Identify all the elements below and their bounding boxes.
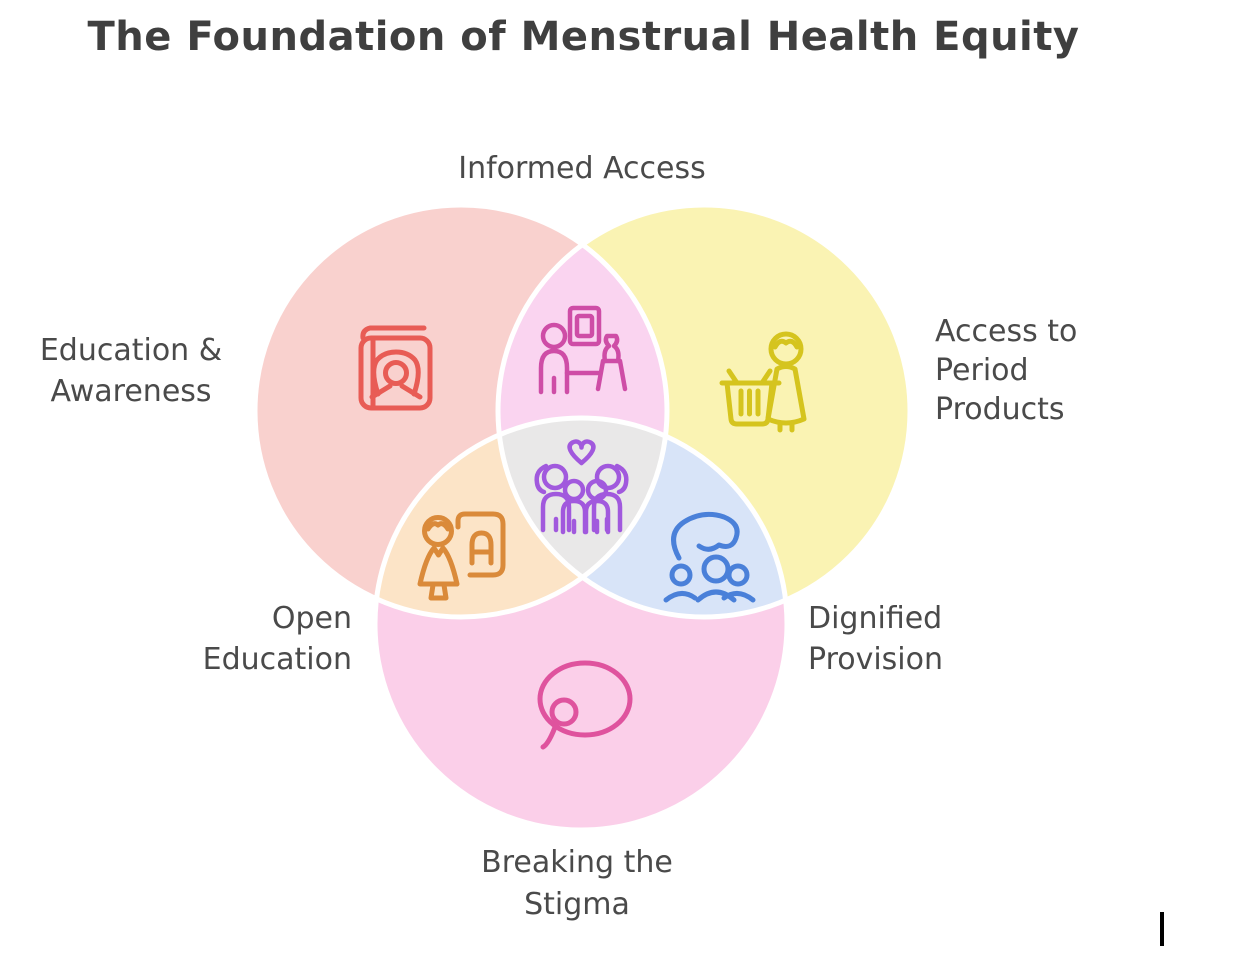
- caring-hand-group-icon: [663, 511, 756, 603]
- label-informed-access: Informed Access: [458, 151, 706, 186]
- book-woman-icon: [358, 325, 433, 411]
- exhibit-viewer-icon: [538, 305, 628, 395]
- speech-bubble-icon: [537, 660, 633, 750]
- text-cursor: [1160, 912, 1164, 946]
- label-open-education: Open Education: [202, 601, 352, 677]
- teacher-board-icon: [417, 511, 506, 601]
- label-dignified-provision: Dignified Provision: [808, 601, 944, 677]
- label-education-awareness: Education & Awareness: [39, 333, 223, 409]
- label-breaking-the-stigma: Breaking the Stigma: [481, 845, 673, 922]
- page-title: The Foundation of Menstrual Health Equit…: [87, 14, 1080, 60]
- shopper-basket-icon: [719, 331, 807, 433]
- region-open-education: [375, 418, 667, 617]
- circle-borders: [252, 202, 913, 833]
- family-heart-icon: [534, 439, 629, 535]
- label-access-period-products: Access to Period Products: [935, 314, 1078, 427]
